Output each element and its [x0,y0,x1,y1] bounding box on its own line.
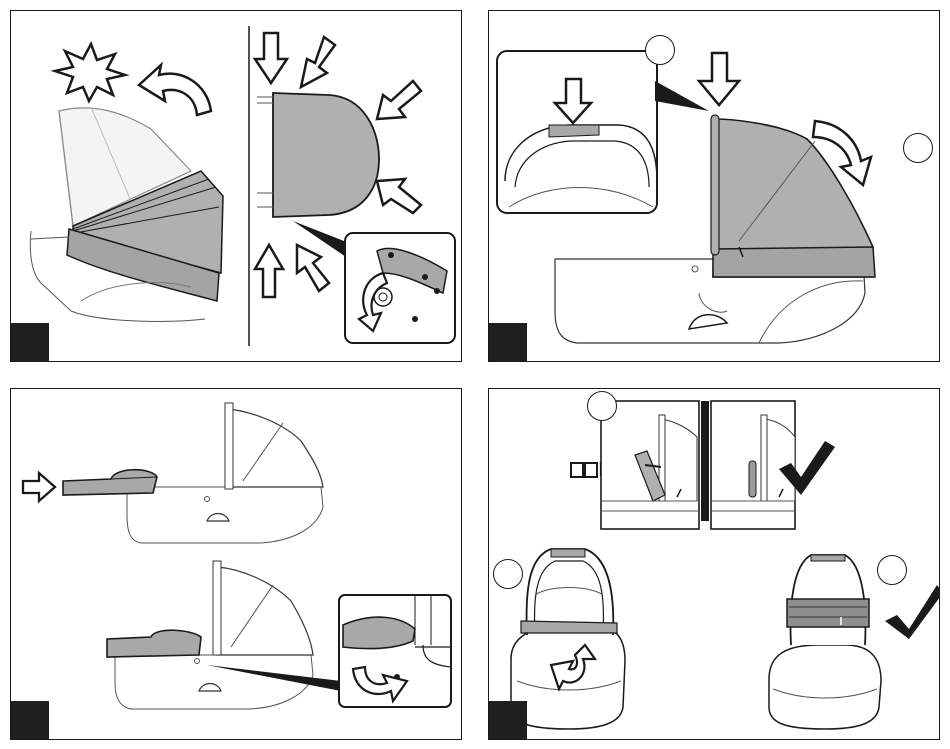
step-panel-1 [10,10,462,362]
curved-arrow-icon [139,65,211,115]
arrow-icon [377,179,421,213]
arrow-icon [255,245,283,297]
step-panel-2 [488,10,940,362]
apron-attach-illustration [11,389,462,740]
step-number-box [11,323,49,361]
callout-marker-fold [493,559,523,589]
step-number-box [489,701,527,739]
arrow-icon [699,53,739,105]
arrow-icon [377,81,421,119]
canopy-attach-illustration [489,11,940,362]
step-panel-3 [10,388,462,740]
arrow-icon [301,37,335,87]
callout-marker-clip [587,391,617,421]
arrow-icon [297,245,329,291]
step-panel-4 [488,388,940,740]
starburst-icon [55,44,125,101]
step-number-box [489,323,527,361]
arrow-icon [23,473,55,501]
callout-marker-detail [645,35,675,65]
callout-marker-canopy [903,133,933,163]
arrow-icon [255,33,287,83]
callout-marker-done [877,555,907,585]
step-number-box [11,701,49,739]
canopy-fold-illustration [11,11,462,362]
apron-fold-illustration [489,389,940,740]
checkmark-icon [885,585,940,639]
